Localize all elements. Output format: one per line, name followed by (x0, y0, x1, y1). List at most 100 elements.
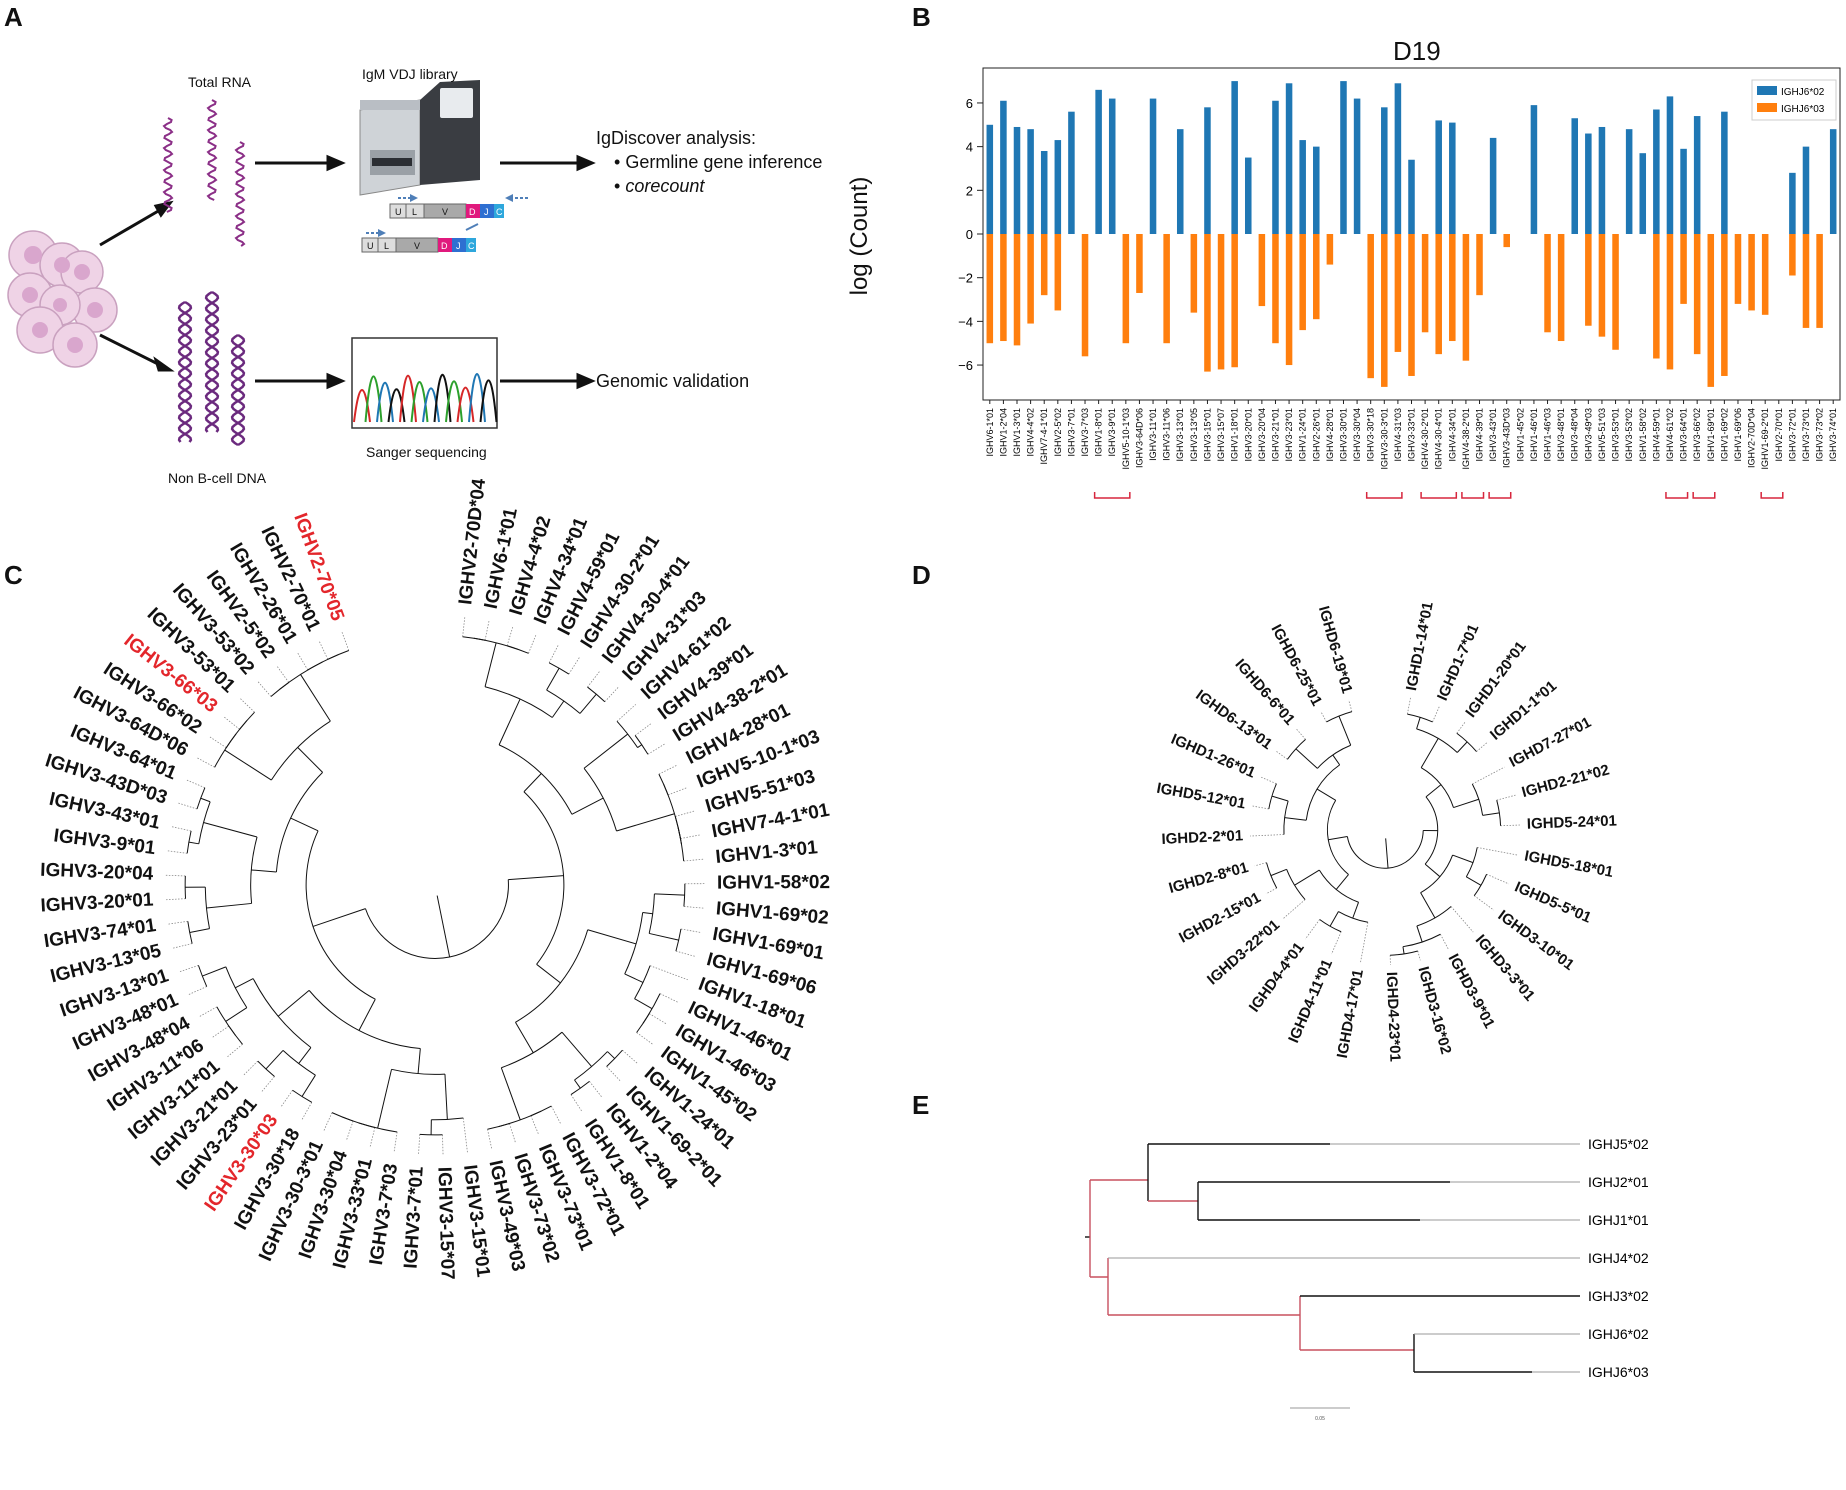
ighv-leaf-label: IGHV1-3*01 (715, 837, 819, 868)
bar-IGHJ6*03 (1286, 234, 1293, 365)
y-tick-label: 0 (966, 227, 973, 242)
bar-IGHJ6*03 (1041, 234, 1048, 295)
bar-IGHJ6*02 (1068, 112, 1075, 234)
bar-IGHJ6*02 (1150, 99, 1157, 234)
bar-IGHJ6*02 (1109, 99, 1116, 234)
bar-IGHJ6*02 (1272, 101, 1279, 234)
bar-IGHJ6*02 (1449, 123, 1456, 234)
bar-IGHJ6*03 (1558, 234, 1565, 341)
bar-IGHJ6*03 (1313, 234, 1320, 319)
x-tick-label: IGHV4-61*02 (1665, 408, 1675, 462)
x-tick-label: IGHV3-13*05 (1189, 408, 1199, 462)
x-tick-label: IGHV3-21*01 (1270, 408, 1280, 462)
x-tick-label: IGHV4-30-2*01 (1420, 408, 1430, 470)
bar-IGHJ6*03 (1748, 234, 1755, 310)
ighd-leaf-label: IGHD2-21*02 (1520, 761, 1611, 801)
bar-IGHJ6*02 (1626, 129, 1633, 234)
bar-IGHJ6*02 (1531, 105, 1538, 234)
bar-IGHJ6*03 (1055, 234, 1062, 310)
bar-IGHJ6*02 (1585, 134, 1592, 234)
bar-IGHJ6*02 (1639, 153, 1646, 234)
x-tick-label: IGHV1-69-2*01 (1760, 408, 1770, 470)
bar-IGHJ6*02 (1599, 127, 1606, 234)
bar-IGHJ6*03 (1367, 234, 1374, 378)
ighd-leaf-label: IGHD5-12*01 (1155, 780, 1247, 813)
x-tick-label: IGHV4-34*01 (1447, 408, 1457, 462)
bar-IGHJ6*03 (1680, 234, 1687, 304)
bar-IGHJ6*03 (1408, 234, 1415, 376)
y-tick-label: −4 (958, 314, 973, 329)
highlight-bracket (1421, 492, 1456, 498)
bar-IGHJ6*02 (1095, 90, 1102, 234)
bar-IGHJ6*02 (1245, 158, 1252, 234)
bar-IGHJ6*02 (1803, 147, 1810, 234)
x-tick-label: IGHV4-39*01 (1475, 408, 1485, 462)
bar-IGHJ6*03 (1694, 234, 1701, 354)
x-tick-label: IGHV4-28*01 (1325, 408, 1335, 462)
x-tick-label: IGHV1-45*02 (1515, 408, 1525, 462)
x-tick-label: IGHV3-15*01 (1202, 408, 1212, 462)
ighv-circular-tree: IGHV2-70D*04IGHV6-1*01IGHV4-4*02IGHV4-34… (0, 590, 900, 1490)
ighv-leaf-label: IGHV1-58*02 (717, 872, 830, 894)
bar-IGHJ6*03 (1735, 234, 1742, 304)
bar-IGHJ6*03 (1082, 234, 1089, 356)
x-tick-label: IGHV3-48*04 (1570, 408, 1580, 462)
x-tick-label: IGHV1-69*06 (1733, 408, 1743, 462)
bar-IGHJ6*02 (1000, 101, 1007, 234)
tree-branches (1250, 697, 1520, 964)
bar-IGHJ6*02 (1830, 129, 1837, 234)
bar-IGHJ6*03 (1000, 234, 1007, 341)
bar-IGHJ6*02 (1354, 99, 1361, 234)
bar-IGHJ6*03 (1476, 234, 1483, 295)
bar-IGHJ6*02 (1231, 81, 1238, 234)
bar-IGHJ6*03 (1027, 234, 1034, 324)
bar-IGHJ6*03 (1204, 234, 1211, 372)
bar-IGHJ6*02 (987, 125, 994, 234)
bar-IGHJ6*03 (1136, 234, 1143, 293)
x-tick-label: IGHV3-15*07 (1216, 408, 1226, 462)
x-tick-label: IGHV3-53*01 (1611, 408, 1621, 462)
ighd-leaf-label: IGHD2-2*01 (1161, 827, 1243, 848)
panel-letter-e: E (912, 1090, 929, 1121)
bar-IGHJ6*02 (1408, 160, 1415, 234)
ighd-circular-tree: IGHD1-14*01IGHD1-7*01IGHD1-20*01IGHD1-1*… (1080, 560, 1700, 1120)
x-tick-label: IGHV3-72*01 (1787, 408, 1797, 462)
x-tick-label: IGHV4-59*01 (1651, 408, 1661, 462)
x-tick-label: IGHV2-5*02 (1053, 408, 1063, 457)
bar-IGHJ6*03 (1762, 234, 1769, 315)
x-tick-label: IGHV3-7*03 (1080, 408, 1090, 457)
bar-IGHJ6*02 (1299, 140, 1306, 234)
ighd-leaf-label: IGHD3-16*02 (1414, 965, 1454, 1056)
bar-IGHJ6*03 (1653, 234, 1660, 359)
bar-IGHJ6*02 (1721, 112, 1728, 234)
bar-IGHJ6*02 (1313, 147, 1320, 234)
ighj-leaf-label: IGHJ1*01 (1588, 1212, 1649, 1228)
bar-IGHJ6*03 (1272, 234, 1279, 343)
bar-IGHJ6*02 (1014, 127, 1021, 234)
bar-IGHJ6*02 (1653, 110, 1660, 235)
ighj-leaf-label: IGHJ2*01 (1588, 1174, 1649, 1190)
highlight-bracket (1095, 492, 1130, 498)
x-tick-label: IGHV1-24*01 (1298, 408, 1308, 462)
ighj-leaf-label: IGHJ6*02 (1588, 1326, 1649, 1342)
bar-IGHJ6*02 (1027, 129, 1034, 234)
bar-IGHJ6*03 (1327, 234, 1334, 265)
x-tick-label: IGHV1-3*01 (1012, 408, 1022, 457)
bar-IGHJ6*02 (1571, 118, 1578, 234)
x-tick-label: IGHV3-33*01 (1407, 408, 1417, 462)
x-tick-label: IGHV1-8*01 (1094, 408, 1104, 457)
x-tick-label: IGHV1-58*02 (1638, 408, 1648, 462)
x-tick-label: IGHV3-73*02 (1815, 408, 1825, 462)
bar-IGHJ6*03 (1816, 234, 1823, 328)
bar-IGHJ6*03 (1231, 234, 1238, 367)
highlight-bracket (1693, 492, 1715, 498)
bar-IGHJ6*02 (1667, 96, 1674, 234)
bar-IGHJ6*03 (1449, 234, 1456, 341)
x-tick-label: IGHV3-11*06 (1162, 408, 1172, 461)
highlight-bracket (1489, 492, 1511, 498)
ighd-leaf-label: IGHD1-14*01 (1403, 600, 1437, 692)
x-tick-label: IGHV6-1*01 (985, 408, 995, 457)
bar-IGHJ6*03 (1544, 234, 1551, 332)
x-tick-label: IGHV3-23*01 (1284, 408, 1294, 462)
x-tick-label: IGHV4-30-4*01 (1434, 408, 1444, 470)
